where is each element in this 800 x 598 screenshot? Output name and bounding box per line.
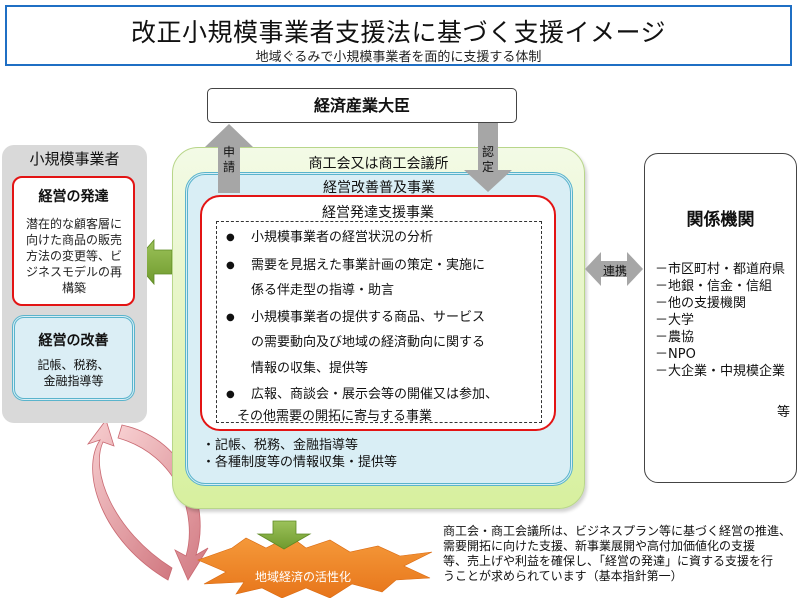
list-item: ● 広報、商談会・展示会等の開催又は参加、 [217, 382, 541, 408]
explanatory-note: 商工会・商工会議所は、ビジネスプラン等に基づく経営の推進、 需要開拓に向けた支援… [443, 524, 798, 584]
list-item: －市区町村・都道府県 [655, 262, 786, 277]
business-development-box: 経営の発達 潜在的な顧客層に 向けた商品の販売 方法の変更等、ビ ジネスモデルの… [12, 176, 135, 306]
bullet-icon: ● [226, 232, 235, 243]
page-subtitle: 地域ぐるみで小規模事業者を面的に支援する体制 [255, 50, 542, 65]
development-program-title: 経営発達支援事業 [322, 205, 434, 221]
apply-label: 申請 [222, 145, 235, 174]
title-banner: 改正小規模事業者支援法に基づく支援イメージ 地域ぐるみで小規模事業者を面的に支援… [5, 5, 792, 66]
related-organizations-list: －市区町村・都道府県 －地銀・信金・信組 －他の支援機関 －大学 －農協 －NP… [655, 261, 785, 380]
business-development-title: 経営の発達 [38, 189, 109, 205]
note-line: うことが求められています（基本指針第一） [443, 569, 683, 583]
development-program-list: ● 小規模事業者の経営状況の分析 ● 需要を見据えた事業計画の策定・実施に 係る… [216, 221, 542, 424]
desc-line: 潜在的な顧客層に [25, 217, 122, 231]
certify-label: 認定 [481, 145, 494, 174]
business-improvement-box: 経営の改善 記帳、税務、 金融指導等 [12, 315, 135, 401]
improvement-program-list: ・記帳、税務、金融指導等 ・各種制度等の情報収集・提供等 [202, 437, 397, 471]
business-improvement-title: 経営の改善 [38, 333, 109, 349]
list-item: ・各種制度等の情報収集・提供等 [202, 455, 398, 470]
meti-box: 経済産業大臣 [207, 88, 517, 123]
list-item-continuation: の需要動向及び地域の経済動向に関する [251, 335, 486, 350]
bullet-icon: ● [226, 389, 235, 400]
page-title: 改正小規模事業者支援法に基づく支援イメージ [130, 18, 666, 47]
list-item: ● 需要を見据えた事業計画の策定・実施に [217, 253, 541, 279]
desc-line: 方法の変更等、ビ [25, 249, 122, 263]
small-business-panel: 小規模事業者 経営の発達 潜在的な顧客層に 向けた商品の販売 方法の変更等、ビ … [2, 145, 147, 423]
related-organizations-etc: 等 [776, 405, 790, 420]
bullet-icon: ● [226, 260, 235, 271]
outcome-burst [197, 535, 433, 598]
list-item: －NPO [655, 347, 696, 362]
note-line: 等、売上げや利益を確保し、「経営の発達」に資する支援を行 [443, 554, 774, 568]
desc-line: 向けた商品の販売 [25, 233, 122, 247]
list-item: ● 小規模事業者の経営状況の分析 [217, 225, 541, 251]
list-item: －大学 [655, 313, 695, 328]
small-business-title: 小規模事業者 [29, 150, 120, 168]
desc-line: 記帳、税務、 [37, 358, 110, 372]
cooperate-label: 連携 [602, 264, 627, 278]
business-improvement-desc: 記帳、税務、 金融指導等 [15, 357, 132, 389]
list-item-continuation: 係る伴走型の指導・助言 [251, 283, 395, 298]
business-development-desc: 潜在的な顧客層に 向けた商品の販売 方法の変更等、ビ ジネスモデルの再 構築 [19, 216, 129, 296]
list-item: －地銀・信金・信組 [655, 279, 773, 294]
list-item: －大企業・中規模企業 [655, 364, 786, 379]
list-item-continuation: その他需要の開拓に寄与する事業 [237, 409, 433, 424]
bullet-icon: ● [226, 312, 235, 323]
improvement-program-box: 経営改善普及事業 経営発達支援事業 ● 小規模事業者の経営状況の分析 ● 需要を… [185, 172, 573, 486]
chamber-of-commerce-box: 商工会又は商工会議所 経営改善普及事業 経営発達支援事業 ● 小規模事業者の経営… [172, 147, 585, 509]
outcome-label: 地域経済の活性化 [254, 570, 351, 584]
note-line: 需要開拓に向けた支援、新事業展開や高付加価値化の支援 [443, 539, 756, 553]
desc-line: 構築 [61, 281, 86, 295]
related-organizations-title: 関係機関 [686, 210, 755, 230]
list-item: ● 小規模事業者の提供する商品、サービス [217, 305, 541, 331]
list-item-continuation: 情報の収集、提供等 [251, 361, 369, 376]
desc-line: 金融指導等 [43, 374, 104, 388]
related-organizations-box: 関係機関 －市区町村・都道府県 －地銀・信金・信組 －他の支援機関 －大学 －農… [644, 153, 797, 483]
list-item: ・記帳、税務、金融指導等 [202, 438, 359, 453]
chamber-title: 商工会又は商工会議所 [308, 156, 449, 172]
list-item: －農協 [655, 330, 695, 345]
improvement-program-title: 経営改善普及事業 [323, 180, 435, 196]
note-line: 商工会・商工会議所は、ビジネスプラン等に基づく経営の推進、 [443, 524, 792, 538]
development-program-box: 経営発達支援事業 ● 小規模事業者の経営状況の分析 ● 需要を見据えた事業計画の… [200, 195, 556, 431]
down-arrow-green [256, 520, 312, 550]
list-item: －他の支援機関 [655, 296, 747, 311]
desc-line: ジネスモデルの再 [25, 265, 122, 279]
